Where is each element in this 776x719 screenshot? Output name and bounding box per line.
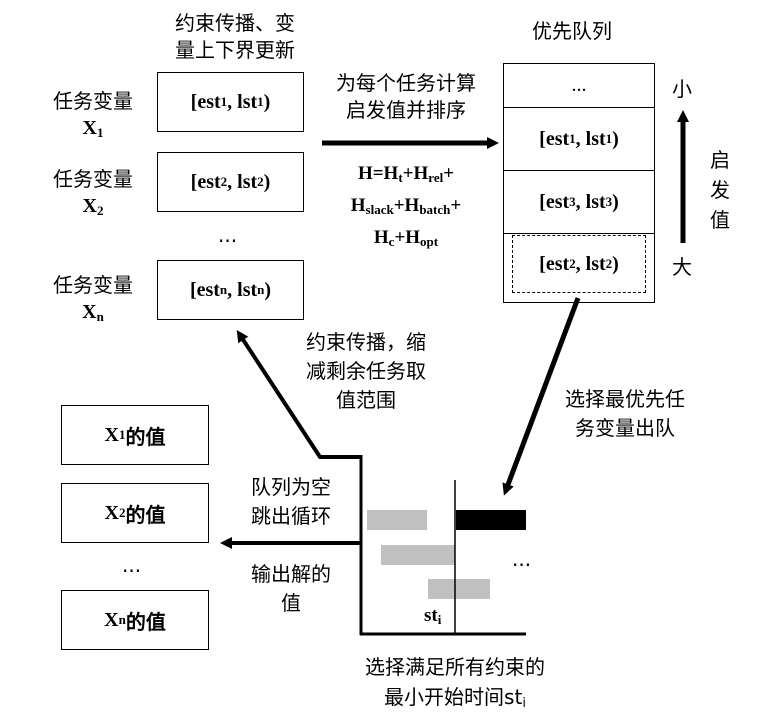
dequeue-caption: 选择最优先任 务变量出队 xyxy=(565,387,685,440)
variables-ellipsis: ... xyxy=(218,223,238,247)
results-ellipsis: ... xyxy=(122,553,142,577)
timeline-bar-selected xyxy=(456,510,526,530)
bottom-caption: 选择满足所有约束的 最小开始时间sti xyxy=(365,655,545,711)
timeline-bar-3 xyxy=(428,579,490,599)
dequeue-arrow xyxy=(502,297,581,496)
variable-label-2: 任务变量 X2 xyxy=(53,167,133,218)
propagate-arrow xyxy=(236,329,361,459)
variable-label-n: 任务变量 Xn xyxy=(53,273,133,324)
top-left-caption: 约束传播、变 量上下界更新 xyxy=(175,11,295,62)
heuristic-formula: H=Ht+Hrel+ Hslack+Hbatch+ Hc+Hopt xyxy=(350,163,462,249)
queue-divider xyxy=(504,233,654,234)
scale-label: 启 发 值 xyxy=(710,148,730,232)
scale-large: 大 xyxy=(672,255,692,279)
propagate-caption: 约束传播，缩 减剩余任务取 值范围 xyxy=(306,330,426,412)
scale-small: 小 xyxy=(672,77,692,101)
timeline-bar-2 xyxy=(381,545,455,565)
variable-label-1: 任务变量 X1 xyxy=(53,89,133,140)
output-caption: 输出解的 值 xyxy=(251,562,331,615)
compute-caption: 为每个任务计算 启发值并排序 xyxy=(336,71,476,122)
timeline-st-label: sti xyxy=(424,605,442,627)
exit-caption: 队列为空 跳出循环 xyxy=(251,475,331,528)
timeline-ellipsis: ... xyxy=(512,547,532,571)
queue-title: 优先队列 xyxy=(532,19,612,43)
timeline-bar-1 xyxy=(367,510,427,530)
queue-top-ellipsis: ... xyxy=(504,63,654,107)
